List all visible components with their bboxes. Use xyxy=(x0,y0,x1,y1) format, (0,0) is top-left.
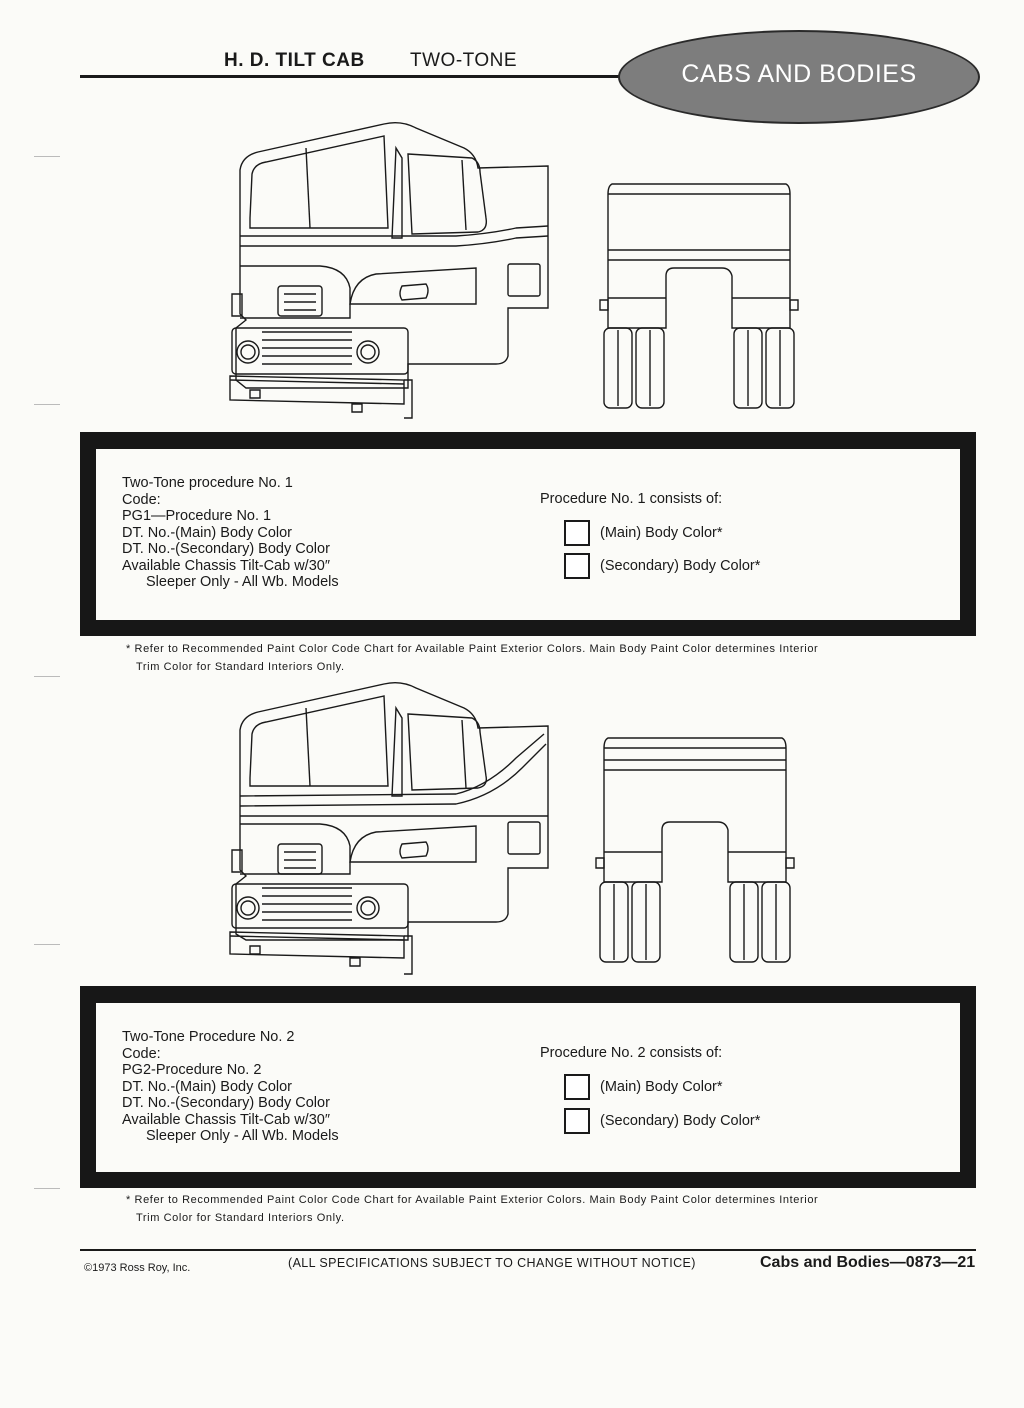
copyright: ©1973 Ross Roy, Inc. xyxy=(84,1262,191,1274)
binder-hole-mark xyxy=(34,676,60,677)
section-badge-label: CABS AND BODIES xyxy=(681,60,917,88)
cab-rear-illustration xyxy=(596,734,794,964)
footnote-line: * Refer to Recommended Paint Color Code … xyxy=(126,1194,819,1206)
disclaimer: (ALL SPECIFICATIONS SUBJECT TO CHANGE WI… xyxy=(288,1256,696,1270)
footnote-2: * Refer to Recommended Paint Color Code … xyxy=(126,1191,818,1227)
main-color-option[interactable]: (Main) Body Color* xyxy=(564,1074,723,1100)
secondary-color-checkbox[interactable] xyxy=(564,553,590,579)
page-title: H. D. TILT CAB xyxy=(224,50,365,71)
secondary-color-label: (Secondary) Body Color* xyxy=(600,558,761,574)
main-color-code: DT. No.-(Main) Body Color xyxy=(122,524,293,541)
procedure-code-label: Code: xyxy=(122,1045,161,1062)
procedure-code-label: Code: xyxy=(122,491,161,508)
cab-side-illustration xyxy=(226,678,552,978)
footer-rule xyxy=(80,1249,976,1251)
binder-hole-mark xyxy=(34,156,60,157)
footnote-line: * Refer to Recommended Paint Color Code … xyxy=(126,643,819,655)
binder-hole-mark xyxy=(34,1188,60,1189)
section-badge: CABS AND BODIES xyxy=(618,30,980,124)
footnote-1: * Refer to Recommended Paint Color Code … xyxy=(126,640,818,676)
consists-heading: Procedure No. 1 consists of: xyxy=(540,491,723,507)
procedure-details: Two-Tone Procedure No. 2 Code: PG2-Proce… xyxy=(122,1029,339,1145)
main-color-checkbox[interactable] xyxy=(564,520,590,546)
procedure-details: Two-Tone procedure No. 1 Code: PG1—Proce… xyxy=(122,475,339,591)
procedure-panel-2: Two-Tone Procedure No. 2 Code: PG2-Proce… xyxy=(80,986,976,1188)
secondary-color-code: DT. No.-(Secondary) Body Color xyxy=(122,1095,330,1111)
availability: Available Chassis Tilt-Cab w/30″ xyxy=(122,1111,330,1128)
secondary-color-code: DT. No.-(Secondary) Body Color xyxy=(122,541,330,557)
availability: Available Chassis Tilt-Cab w/30″ xyxy=(122,557,330,574)
cab-side-illustration xyxy=(226,118,552,428)
cab-rear-illustration xyxy=(600,180,798,410)
procedure-code: PG2-Procedure No. 2 xyxy=(122,1062,262,1078)
header-rule xyxy=(80,75,640,78)
secondary-color-option[interactable]: (Secondary) Body Color* xyxy=(564,553,760,579)
binder-hole-mark xyxy=(34,404,60,405)
secondary-color-checkbox[interactable] xyxy=(564,1108,590,1134)
binder-hole-mark xyxy=(34,944,60,945)
procedure-title: Two-Tone procedure No. 1 xyxy=(122,475,293,491)
main-color-checkbox[interactable] xyxy=(564,1074,590,1100)
main-color-option[interactable]: (Main) Body Color* xyxy=(564,520,723,546)
main-color-label: (Main) Body Color* xyxy=(600,525,723,541)
procedure-panel-1: Two-Tone procedure No. 1 Code: PG1—Proce… xyxy=(80,432,976,636)
procedure-title: Two-Tone Procedure No. 2 xyxy=(122,1029,295,1045)
footnote-line: Trim Color for Standard Interiors Only. xyxy=(136,1212,345,1224)
page-subtitle: TWO-TONE xyxy=(410,50,518,71)
consists-heading: Procedure No. 2 consists of: xyxy=(540,1045,723,1061)
footnote-line: Trim Color for Standard Interiors Only. xyxy=(136,661,345,673)
availability-detail: Sleeper Only - All Wb. Models xyxy=(146,574,339,590)
availability-detail: Sleeper Only - All Wb. Models xyxy=(146,1128,339,1144)
secondary-color-option[interactable]: (Secondary) Body Color* xyxy=(564,1108,760,1134)
page-reference: Cabs and Bodies—0873—21 xyxy=(760,1254,976,1271)
procedure-code: PG1—Procedure No. 1 xyxy=(122,508,272,524)
main-color-label: (Main) Body Color* xyxy=(600,1079,723,1095)
secondary-color-label: (Secondary) Body Color* xyxy=(600,1113,761,1129)
main-color-code: DT. No.-(Main) Body Color xyxy=(122,1078,293,1095)
